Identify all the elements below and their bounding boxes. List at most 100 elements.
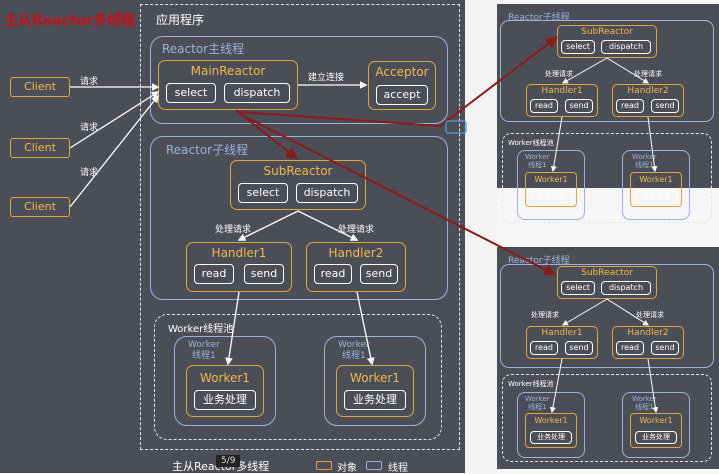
- worker-pool-label: Worker线程池: [168, 324, 234, 335]
- legend-thread-label: 线程: [388, 463, 408, 474]
- reactor-main-thread-label: Reactor主线程: [162, 42, 245, 56]
- acceptor-box: [368, 61, 436, 110]
- p1-worker-thread-box-2: [622, 150, 690, 220]
- p1-process-label-2: 处理请求: [634, 70, 662, 78]
- p1-process-label-1: 处理请求: [545, 70, 573, 78]
- legend-object-label: 对象: [337, 463, 357, 474]
- p2-worker1-box-1: [525, 413, 577, 448]
- business-box-1: 业务处理: [194, 390, 256, 410]
- accept-box: accept: [376, 85, 428, 105]
- application-label: 应用程序: [156, 13, 205, 27]
- reactor-sub-thread-box: [150, 136, 448, 300]
- worker-pool-frame: [154, 314, 442, 440]
- p2-worker-pool-frame: [502, 374, 712, 462]
- sub-dispatch-box: dispatch: [296, 183, 358, 203]
- main-reactor-label: MainReactor: [190, 64, 266, 78]
- p2-sub-thread-box: [500, 264, 714, 368]
- p2-handler2-send: send: [651, 341, 679, 355]
- handler2-read-box: read: [314, 264, 352, 284]
- main-diagram-panel: [0, 0, 465, 473]
- handler1-read-box: read: [194, 264, 234, 284]
- sub-select-box: select: [238, 183, 288, 203]
- application-frame: [140, 4, 460, 450]
- main-select-box: select: [166, 83, 216, 103]
- p1-worker-thread-label-1: Worker 线程1: [525, 153, 550, 169]
- red-arrow-p1: [239, 36, 558, 128]
- p2-handler2-label: Handler2: [627, 328, 669, 338]
- p2-worker-thread-label-1: Worker 线程1: [525, 395, 550, 411]
- worker1-label-2: Worker1: [350, 371, 400, 385]
- p2-worker-thread-box-1: [517, 392, 585, 458]
- p2-sub-reactor-box: [557, 266, 657, 299]
- worker-thread-box-2: [324, 336, 426, 426]
- p1-handler2-read: read: [616, 99, 644, 113]
- red-arrow-p2: [239, 113, 557, 276]
- p1-sub-thread-label: Reactor子线程: [508, 13, 570, 23]
- p2-handler1-label: Handler1: [541, 328, 583, 338]
- request-arrow-2: [69, 91, 160, 149]
- connect-label: 建立连接: [308, 73, 345, 83]
- p1-handler1-box: [526, 84, 598, 117]
- legend-thread-swatch: [366, 461, 382, 470]
- p2-worker-pool-label: Worker线程池: [508, 380, 554, 388]
- worker-thread-label-1: Worker 线程1: [188, 340, 220, 361]
- page-indicator: 5/9: [216, 455, 241, 467]
- process-label-2: 处理请求: [338, 225, 375, 235]
- reactor-sub-thread-label: Reactor子线程: [166, 143, 249, 157]
- p2-handler2-box: [612, 326, 684, 359]
- p1-worker-thread-label-2: Worker 线程1: [632, 153, 657, 169]
- worker-arrow-left: [225, 291, 240, 366]
- p2-worker-thread-label-2: Worker 线程1: [632, 395, 657, 411]
- worker1-label-1: Worker1: [200, 371, 250, 385]
- p2-process-label-1: 处理请求: [531, 311, 559, 319]
- reactor-main-thread-box: [150, 36, 448, 124]
- p2-sub-thread-label: Reactor子线程: [508, 256, 570, 266]
- main-dispatch-box: dispatch: [224, 83, 290, 103]
- acceptor-label: Acceptor: [375, 65, 429, 79]
- p1-worker1-label-2: Worker1: [639, 175, 673, 184]
- p2-process-label-2: 处理请求: [636, 311, 664, 319]
- p2-dispatch-box: dispatch: [601, 281, 651, 295]
- business-box-2: 业务处理: [344, 390, 406, 410]
- worker1-box-2: [336, 365, 414, 417]
- worker-thread-label-2: Worker 线程1: [338, 340, 370, 361]
- p2-business-box-2: 业务处理: [635, 431, 677, 444]
- legend-object-swatch: [316, 461, 332, 470]
- p2-handler1-box: [526, 326, 598, 359]
- dispatch-arrow-left: [237, 210, 299, 241]
- sub-reactor-box: [230, 160, 366, 210]
- p1-worker-pool-frame: [502, 133, 712, 223]
- p2-sub-reactor-label: SubReactor: [581, 268, 633, 278]
- sub-reactor-label: SubReactor: [263, 164, 333, 178]
- p2-handler1-read: read: [530, 341, 558, 355]
- p2-handler2-read: read: [616, 341, 644, 355]
- worker1-box-1: [186, 365, 264, 417]
- diagram-title: 主从Reactor多线程: [4, 13, 136, 29]
- process-label-1: 处理请求: [215, 225, 252, 235]
- request-label-1: 请求: [80, 77, 99, 87]
- p1-business-box-1: 业务处理: [530, 190, 572, 203]
- p1-worker-thread-box-1: [517, 150, 585, 220]
- p2-worker-thread-box-2: [622, 392, 690, 458]
- p2-worker1-box-2: [630, 413, 682, 448]
- p1-handler2-send: send: [651, 99, 679, 113]
- handler1-box: [186, 242, 292, 292]
- p2-handler1-send: send: [565, 341, 593, 355]
- request-label-3: 请求: [80, 168, 99, 178]
- p1-worker1-box-2: [630, 172, 682, 207]
- p1-select-box: select: [561, 40, 595, 54]
- p1-handler1-send: send: [565, 99, 593, 113]
- p1-worker1-box-1: [525, 172, 577, 207]
- handler2-send-box: send: [360, 264, 398, 284]
- p1-sub-reactor-label: SubReactor: [581, 27, 633, 37]
- p1-dispatch-box: dispatch: [601, 40, 651, 54]
- p2-worker1-label-1: Worker1: [534, 416, 568, 425]
- p2-worker1-label-2: Worker1: [639, 416, 673, 425]
- dispatch-arrow-right: [297, 210, 359, 241]
- request-label-2: 请求: [80, 123, 99, 133]
- client-3: Client: [10, 197, 70, 217]
- handler2-box: [306, 242, 406, 292]
- p1-worker1-label-1: Worker1: [534, 175, 568, 184]
- worker-arrow-right: [356, 291, 375, 366]
